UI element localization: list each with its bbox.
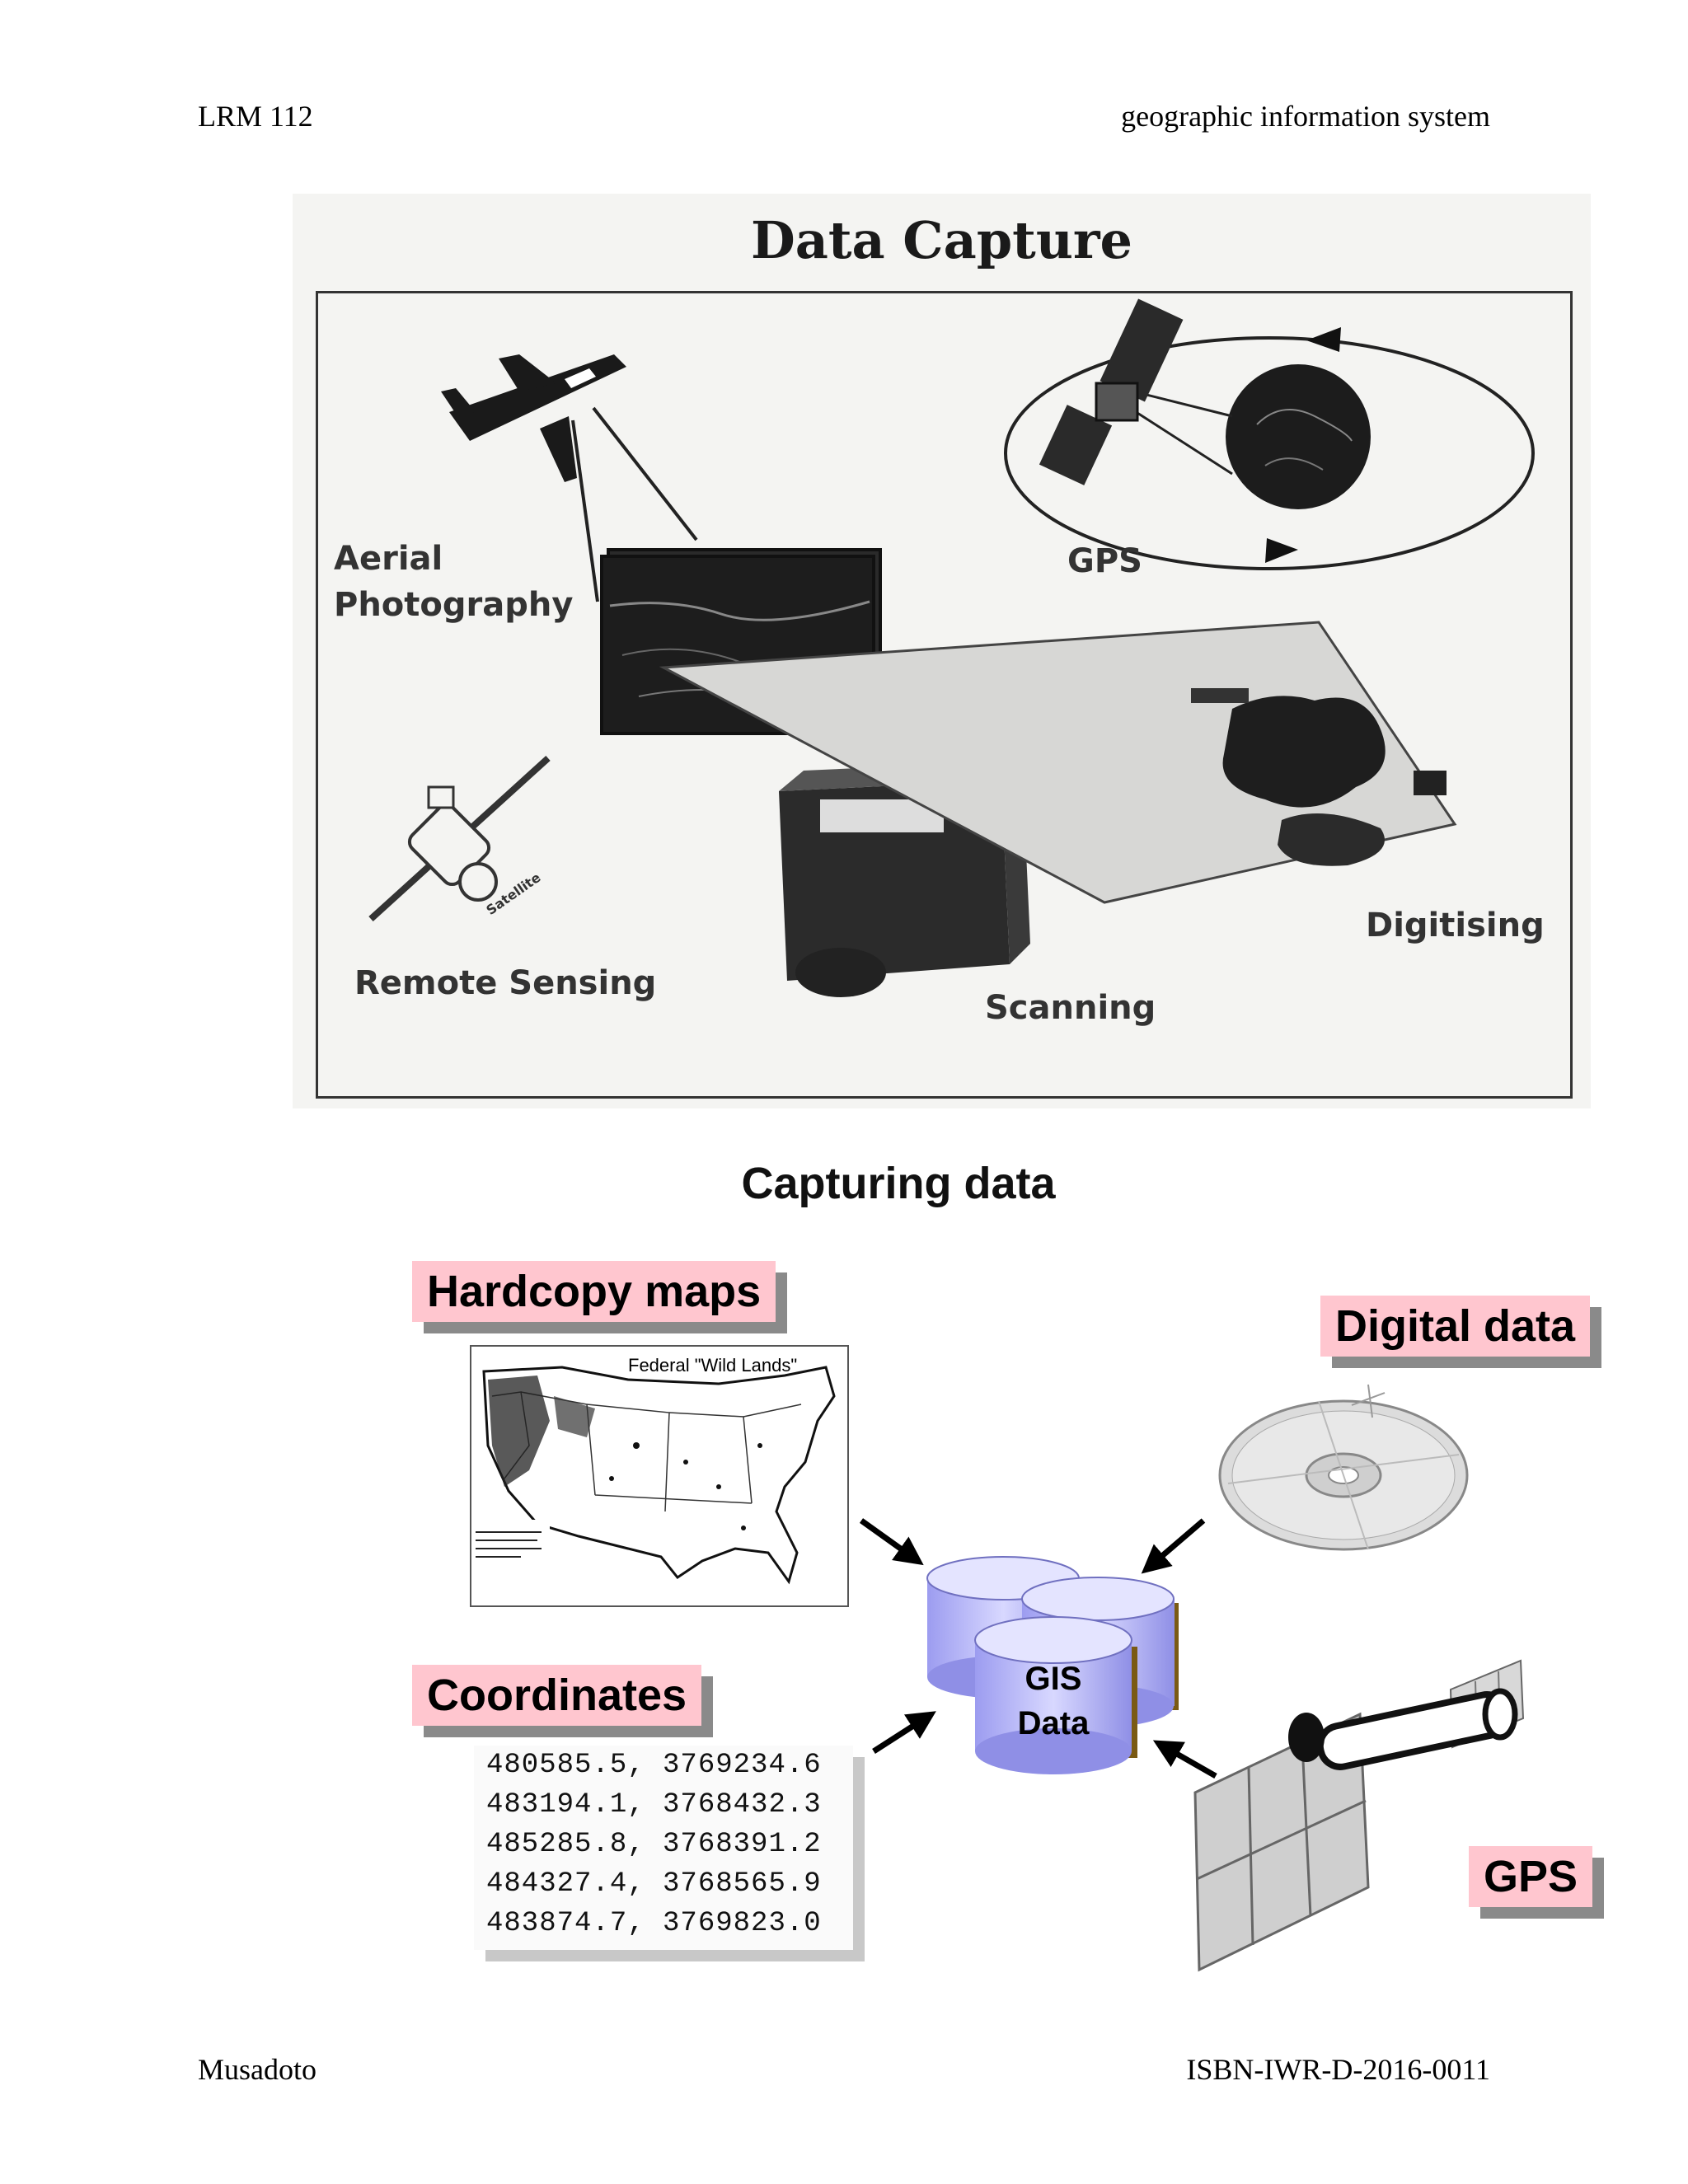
coordinate-row: 483874.7, 3769823.0 — [486, 1908, 822, 1939]
data-capture-title: Data Capture — [750, 210, 1133, 270]
hardcopy-map: Federal "Wild Lands" — [470, 1345, 849, 1607]
scanning-label: Scanning — [985, 989, 1156, 1027]
data-capture-figure: Data Capture — [293, 194, 1591, 1108]
coordinate-row: 483194.1, 3768432.3 — [486, 1789, 822, 1821]
capturing-data-title: Capturing data — [741, 1159, 1056, 1208]
hardcopy-maps-label: Hardcopy maps — [412, 1261, 776, 1322]
header-course-code: LRM 112 — [198, 100, 313, 133]
digitising-label: Digitising — [1366, 907, 1545, 944]
remote-sensing-satellite-icon — [368, 756, 551, 921]
aerial-photography-label: Aerial Photography — [334, 536, 573, 628]
map-title: Federal "Wild Lands" — [628, 1355, 798, 1376]
gis-database-icon — [926, 1556, 1179, 1774]
digitising-map-shapes — [1191, 688, 1447, 866]
data-capture-illustrations — [368, 298, 1535, 997]
arrow-coords-to-gis — [872, 1711, 936, 1754]
footer-isbn: ISBN-IWR-D-2016-0011 — [1186, 2053, 1490, 2086]
aerial-label-line1: Aerial — [334, 540, 443, 578]
aerial-label-line2: Photography — [334, 586, 574, 624]
coordinate-row: 485285.8, 3768391.2 — [486, 1829, 822, 1860]
gps-orbit — [1004, 327, 1535, 570]
coordinates-label: Coordinates — [412, 1665, 702, 1726]
footer-author: Musadoto — [198, 2053, 316, 2086]
coordinate-row: 480585.5, 3769234.6 — [486, 1750, 822, 1781]
cd-disc-icon — [1218, 1384, 1469, 1551]
digital-data-label: Digital data — [1320, 1296, 1591, 1357]
sensor-line — [592, 406, 698, 541]
arrow-cd-to-gis — [1141, 1518, 1206, 1574]
gps-label-box: GPS — [1469, 1846, 1593, 1907]
gps-satellite-panel-icon — [1193, 1659, 1525, 1972]
usa-map-icon — [471, 1366, 836, 1585]
arrow-map-to-gis — [859, 1518, 924, 1566]
gps-satellite-icon — [1039, 298, 1184, 485]
data-capture-frame — [316, 291, 1573, 1099]
gis-label-line2: Data — [1017, 1705, 1090, 1741]
sensor-line — [571, 419, 599, 602]
arrow-gps-to-gis — [1152, 1740, 1217, 1779]
header-subject: geographic information system — [1121, 100, 1490, 133]
coordinate-row: 484327.4, 3768565.9 — [486, 1868, 822, 1900]
airplane-icon — [441, 354, 626, 482]
coordinates-list: 480585.5, 3769234.6 483194.1, 3768432.3 … — [474, 1746, 853, 1950]
remote-sensing-label: Remote Sensing — [354, 964, 657, 1002]
gps-label: GPS — [1067, 542, 1142, 580]
gis-label-line1: GIS — [1025, 1661, 1082, 1697]
digitising-tablet-icon — [659, 621, 1457, 904]
gis-data-label: GIS Data — [975, 1657, 1132, 1746]
